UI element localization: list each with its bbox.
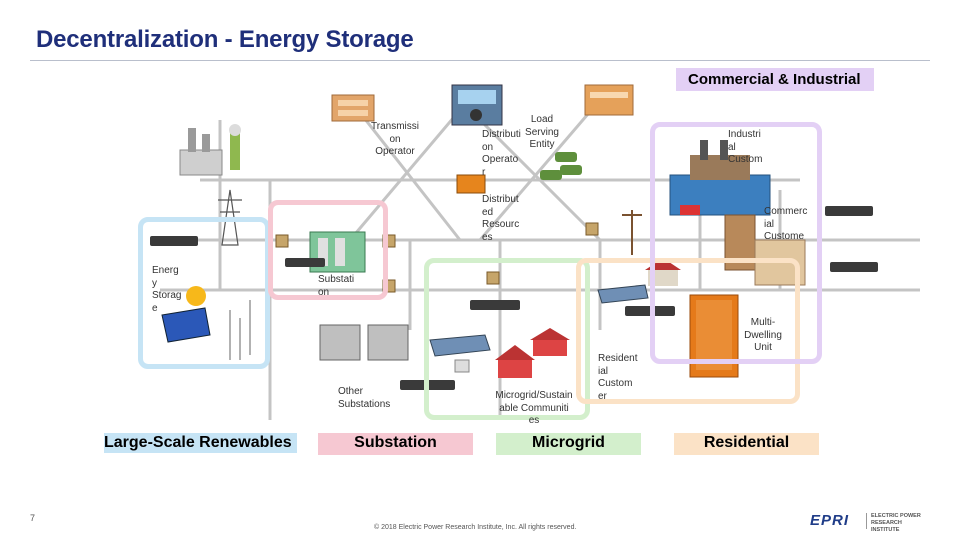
page-number: 7 — [30, 513, 36, 523]
substation-outline — [268, 200, 388, 300]
microgrid-heading: Microgrid — [496, 433, 641, 455]
residential-heading: Residential — [674, 433, 819, 455]
load-serving-entity-label: Load Serving Entity — [525, 114, 559, 150]
title-divider — [30, 60, 930, 61]
commercial-industrial-heading: Commercial & Industrial — [676, 68, 874, 91]
copyright-text: © 2018 Electric Power Research Institute… — [374, 524, 577, 531]
epri-logo-divider — [866, 513, 867, 529]
electric-vehicles-icon — [540, 152, 582, 180]
residential-outline — [576, 258, 800, 404]
industrial-customer-label: Industri al Custom — [728, 129, 763, 165]
microgrid-communities-label: Microgrid/Sustain able Communiti es — [495, 390, 573, 426]
residential-customer-label: Resident ial Custom er — [598, 353, 638, 402]
sun-icon — [186, 286, 206, 306]
energy-storage-label: Energ y Storag e — [152, 265, 182, 314]
transmission-operator-label: Transmissi on Operator — [371, 121, 419, 157]
epri-logo-tagline: ELECTRIC POWER RESEARCH INSTITUTE — [871, 513, 921, 533]
factory-icon — [669, 140, 771, 216]
commercial-customer-label: Commerc ial Custome — [764, 206, 808, 242]
wind-turbine-icon — [229, 300, 251, 360]
solar-panel-icon — [161, 307, 211, 343]
multi-dwelling-unit-label: Multi- Dwelling Unit — [744, 317, 782, 353]
microgrid-outline — [424, 258, 590, 420]
distributed-resources-label: Distribut ed Resourc es — [482, 194, 520, 243]
epri-logo: EPRI ELECTRIC POWER RESEARCH INSTITUTE — [810, 512, 930, 533]
commercial-industrial-outline — [650, 122, 822, 364]
power-plant-icon — [179, 124, 241, 176]
other-substations-icon — [319, 324, 409, 361]
transmission-operator-building-icon — [331, 94, 375, 122]
other-substations-label: Other Substations — [338, 386, 391, 410]
ev-charging-canopy-icon — [429, 284, 649, 373]
epri-logo-text: EPRI — [810, 512, 850, 529]
lse-building-icon — [584, 84, 634, 116]
distribution-operator-label: Distributi on Operato r — [482, 129, 521, 178]
substation-heading: Substation — [318, 433, 473, 455]
control-room-icon — [451, 84, 503, 126]
generator-icon — [456, 174, 486, 194]
substation-node-label: Substati on — [318, 274, 355, 298]
large-scale-renewables-outline — [138, 217, 270, 369]
utility-pole-icon — [622, 210, 642, 255]
page-title: Decentralization - Energy Storage — [36, 26, 414, 53]
large-scale-renewables-heading: Large-Scale Renewables — [104, 433, 297, 453]
